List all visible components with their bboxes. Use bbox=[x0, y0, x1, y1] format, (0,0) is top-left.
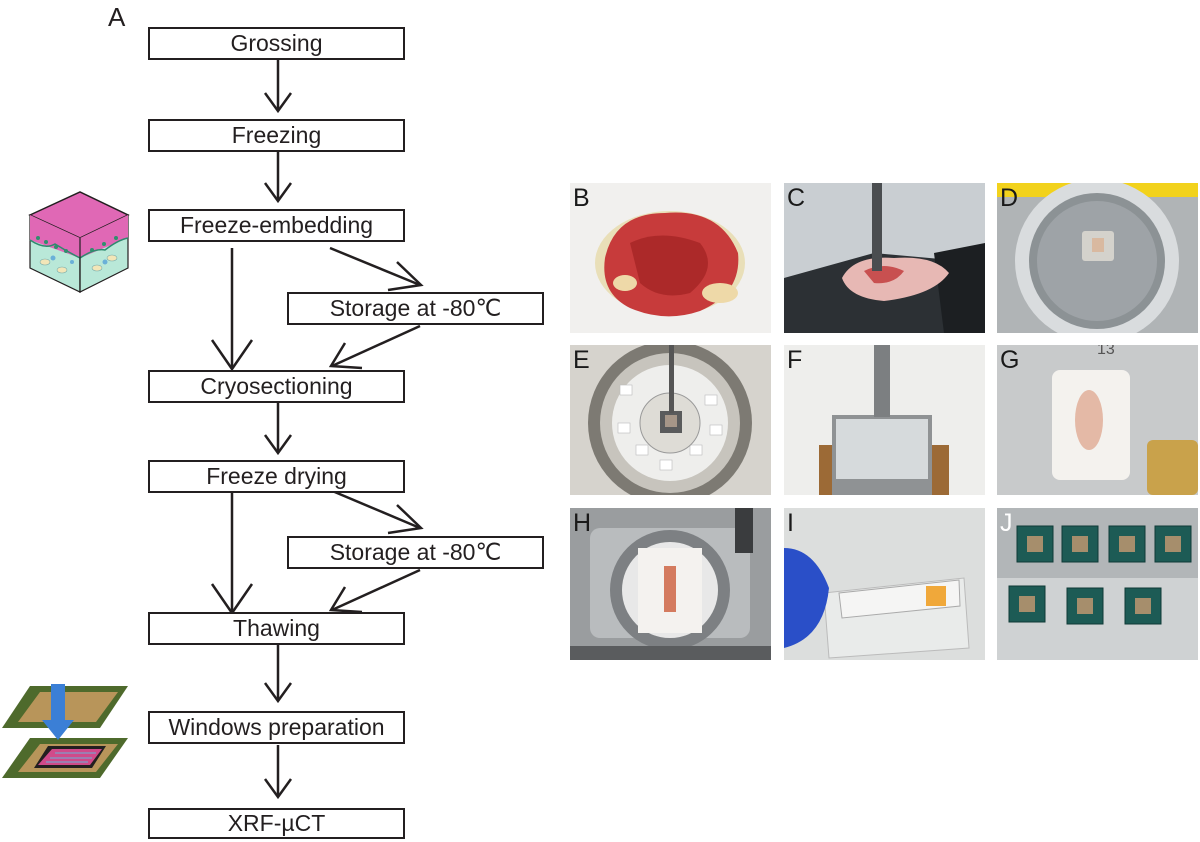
arrow-storage2-thawing bbox=[328, 568, 421, 614]
step-xrf-uct: XRF-µCT bbox=[148, 808, 405, 839]
step-windows-preparation: Windows preparation bbox=[148, 711, 405, 744]
arrow-storage1-cryo bbox=[328, 324, 421, 370]
photo-g-label: G bbox=[1000, 346, 1020, 374]
photo-h-label: H bbox=[573, 509, 592, 537]
photo-b-label: B bbox=[573, 184, 590, 212]
photo-d-label: D bbox=[1000, 184, 1019, 212]
step-freezing: Freezing bbox=[148, 119, 405, 152]
photo-c-label: C bbox=[787, 184, 806, 212]
arrow-grossing-freezing bbox=[263, 60, 293, 114]
photo-e-label: E bbox=[573, 346, 590, 374]
panel-a-letter: A bbox=[108, 2, 126, 32]
windows-preparation-icon bbox=[2, 684, 128, 778]
arrow-windows-xrf bbox=[263, 745, 293, 800]
photo-c-sample-on-chuck: C bbox=[784, 183, 985, 333]
arrow-drying-storage2 bbox=[329, 488, 424, 535]
step-storage-1: Storage at -80℃ bbox=[287, 292, 544, 325]
photo-f-frozen-block: F bbox=[784, 345, 985, 495]
step-freeze-drying: Freeze drying bbox=[148, 460, 405, 493]
arrow-drying-thawing bbox=[210, 492, 254, 616]
step-freeze-embedding: Freeze-embedding bbox=[148, 209, 405, 242]
photo-j-sample-windows: J bbox=[997, 508, 1198, 660]
photo-b-tissue-sample: B bbox=[570, 183, 771, 333]
step-storage-2: Storage at -80℃ bbox=[287, 536, 544, 569]
arrow-freezing-embedding bbox=[263, 152, 293, 204]
step-grossing: Grossing bbox=[148, 27, 405, 60]
photo-j-label: J bbox=[1000, 509, 1013, 537]
photo-e-ice-bath: E bbox=[570, 345, 771, 495]
photo-g-number: 13 bbox=[1097, 345, 1115, 358]
arrow-thawing-windows bbox=[263, 645, 293, 704]
photo-d-embedding-cup: D bbox=[997, 183, 1198, 333]
photo-i-label: I bbox=[787, 509, 794, 537]
arrow-cryo-drying bbox=[263, 402, 293, 456]
photo-g-embedded-block: G 13 bbox=[997, 345, 1198, 495]
photo-f-label: F bbox=[787, 346, 803, 374]
step-thawing: Thawing bbox=[148, 612, 405, 645]
arrow-embedding-cryo bbox=[210, 248, 254, 372]
photo-i-slide-film: I bbox=[784, 508, 985, 660]
photo-h-cryostat: H bbox=[570, 508, 771, 660]
tissue-block-icon bbox=[28, 191, 130, 293]
step-cryosectioning: Cryosectioning bbox=[148, 370, 405, 403]
arrow-embedding-storage1 bbox=[329, 246, 424, 292]
